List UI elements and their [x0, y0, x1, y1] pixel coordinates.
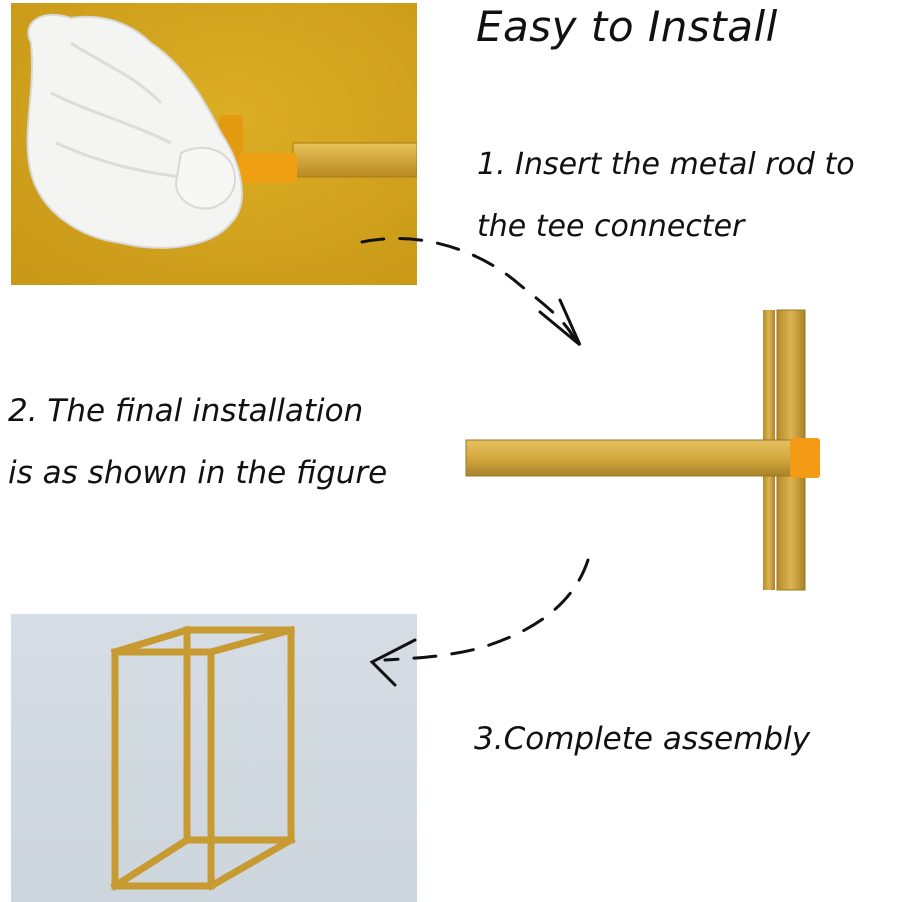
glove-hand-icon: [26, 13, 243, 249]
step-1-line-1: 1. Insert the metal rod to: [477, 147, 855, 182]
tee-joint-photo: [460, 300, 830, 600]
step-3-text: 3.Complete assembly: [474, 721, 811, 757]
insert-rod-photo: [11, 3, 417, 285]
complete-assembly-photo: [11, 614, 417, 902]
step-1-text: 1. Insert the metal rod to the tee conne…: [477, 134, 855, 258]
step-2-line-1: 2. The final installation: [8, 393, 364, 429]
step-2-line-2: is as shown in the figure: [8, 455, 388, 491]
step-2-text: 2. The final installation is as shown in…: [8, 380, 387, 504]
step-1-line-2: the tee connecter: [477, 209, 745, 244]
page-title: Easy to Install: [476, 2, 778, 51]
